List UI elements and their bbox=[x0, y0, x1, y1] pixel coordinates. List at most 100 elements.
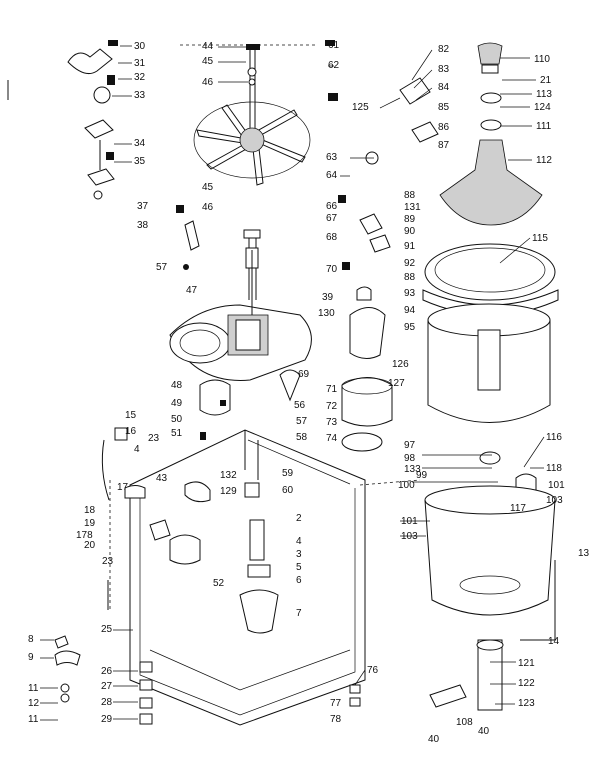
part-label: 92 bbox=[404, 258, 416, 269]
part-label: 57 bbox=[156, 262, 168, 273]
part-label: 57 bbox=[296, 416, 308, 427]
part-label: 46 bbox=[202, 202, 214, 213]
part-label: 66 bbox=[326, 201, 338, 212]
part-label: 123 bbox=[518, 698, 535, 709]
part-label: 76 bbox=[367, 665, 379, 676]
part-label: 121 bbox=[518, 658, 535, 669]
part-label: 45 bbox=[202, 56, 214, 67]
part-label: 70 bbox=[326, 264, 338, 275]
part-label: 25 bbox=[101, 624, 113, 635]
part-label: 88 bbox=[404, 272, 416, 283]
part-label: 58 bbox=[296, 432, 308, 443]
part-label: 31 bbox=[134, 58, 146, 69]
part-label: 91 bbox=[404, 241, 416, 252]
part-label: 17 bbox=[117, 482, 129, 493]
part-label: 46 bbox=[202, 77, 214, 88]
part-label: 52 bbox=[213, 578, 225, 589]
part-label: 125 bbox=[352, 102, 369, 113]
motor-assembly bbox=[239, 286, 393, 634]
part-label: 78 bbox=[330, 714, 342, 725]
part-label: 101 bbox=[401, 516, 418, 527]
part-label: 110 bbox=[534, 54, 550, 65]
part-label: 126 bbox=[392, 359, 409, 370]
part-label: 101 bbox=[548, 480, 565, 491]
part-label: 72 bbox=[326, 401, 338, 412]
part-label: 34 bbox=[134, 138, 146, 149]
part-label: 83 bbox=[438, 64, 450, 75]
part-label: 103 bbox=[401, 531, 418, 542]
part-label: 69 bbox=[298, 369, 310, 380]
part-label: 103 bbox=[546, 495, 563, 506]
part-label: 131 bbox=[404, 202, 421, 213]
part-label: 23 bbox=[148, 433, 160, 444]
part-label: 89 bbox=[404, 214, 416, 225]
part-label: 11 bbox=[28, 714, 39, 725]
part-labels: 30 31 32 33 34 35 37 38 57 44 45 46 45 4… bbox=[28, 40, 590, 745]
part-label: 68 bbox=[326, 232, 338, 243]
part-label: 56 bbox=[294, 400, 306, 411]
part-label: 116 bbox=[546, 432, 562, 443]
cabinet-frame bbox=[109, 429, 421, 726]
part-label: 4 bbox=[296, 536, 302, 547]
part-label: 4 bbox=[134, 444, 140, 455]
part-label: 130 bbox=[318, 308, 335, 319]
part-label: 8 bbox=[28, 634, 34, 645]
part-label: 37 bbox=[137, 201, 149, 212]
part-label: 112 bbox=[536, 155, 552, 166]
part-label: 60 bbox=[282, 485, 294, 496]
part-label: 93 bbox=[404, 288, 416, 299]
part-label: 108 bbox=[456, 717, 473, 728]
part-label: 12 bbox=[28, 698, 40, 709]
part-label: 90 bbox=[404, 226, 416, 237]
part-label: 132 bbox=[220, 470, 237, 481]
part-label: 23 bbox=[102, 556, 114, 567]
part-label: 38 bbox=[137, 220, 149, 231]
part-label: 124 bbox=[534, 102, 551, 113]
part-label: 94 bbox=[404, 305, 416, 316]
part-label: 33 bbox=[134, 90, 146, 101]
part-label: 122 bbox=[518, 678, 535, 689]
part-label: 6 bbox=[296, 575, 302, 586]
part-label: 95 bbox=[404, 322, 416, 333]
part-label: 82 bbox=[438, 44, 450, 55]
part-label: 3 bbox=[296, 549, 302, 560]
part-label: 9 bbox=[28, 652, 34, 663]
part-label: 99 bbox=[416, 470, 428, 481]
part-label: 40 bbox=[478, 726, 490, 737]
part-label: 64 bbox=[326, 170, 338, 181]
part-label: 118 bbox=[546, 463, 562, 474]
part-label: 48 bbox=[171, 380, 183, 391]
part-label: 21 bbox=[540, 75, 552, 86]
left-side-parts bbox=[54, 427, 361, 725]
part-label: 18 bbox=[84, 505, 96, 516]
part-label: 113 bbox=[536, 89, 552, 100]
part-label: 43 bbox=[156, 473, 168, 484]
part-label: 35 bbox=[134, 156, 146, 167]
part-label: 87 bbox=[438, 140, 450, 151]
part-label: 16 bbox=[125, 426, 137, 437]
part-label: 115 bbox=[532, 233, 548, 244]
part-label: 29 bbox=[101, 714, 113, 725]
part-label: 77 bbox=[330, 698, 342, 709]
part-label: 44 bbox=[202, 41, 214, 52]
part-label: 74 bbox=[326, 433, 338, 444]
switch-parts bbox=[325, 40, 439, 270]
part-label: 133 bbox=[404, 464, 421, 475]
part-label: 129 bbox=[220, 486, 237, 497]
part-label: 39 bbox=[322, 292, 334, 303]
part-label: 2 bbox=[296, 513, 302, 524]
part-label: 51 bbox=[171, 428, 183, 439]
leader-lines bbox=[40, 44, 545, 721]
part-label: 61 bbox=[328, 40, 340, 51]
part-label: 178 bbox=[76, 530, 93, 541]
part-label: 111 bbox=[536, 121, 552, 132]
part-label: 84 bbox=[438, 82, 450, 93]
part-label: 73 bbox=[326, 417, 338, 428]
upper-left-small-parts bbox=[67, 40, 200, 270]
part-label: 20 bbox=[84, 540, 96, 551]
part-label: 19 bbox=[84, 518, 96, 529]
part-label: 28 bbox=[101, 697, 113, 708]
part-label: 85 bbox=[438, 102, 450, 113]
part-label: 98 bbox=[404, 453, 416, 464]
